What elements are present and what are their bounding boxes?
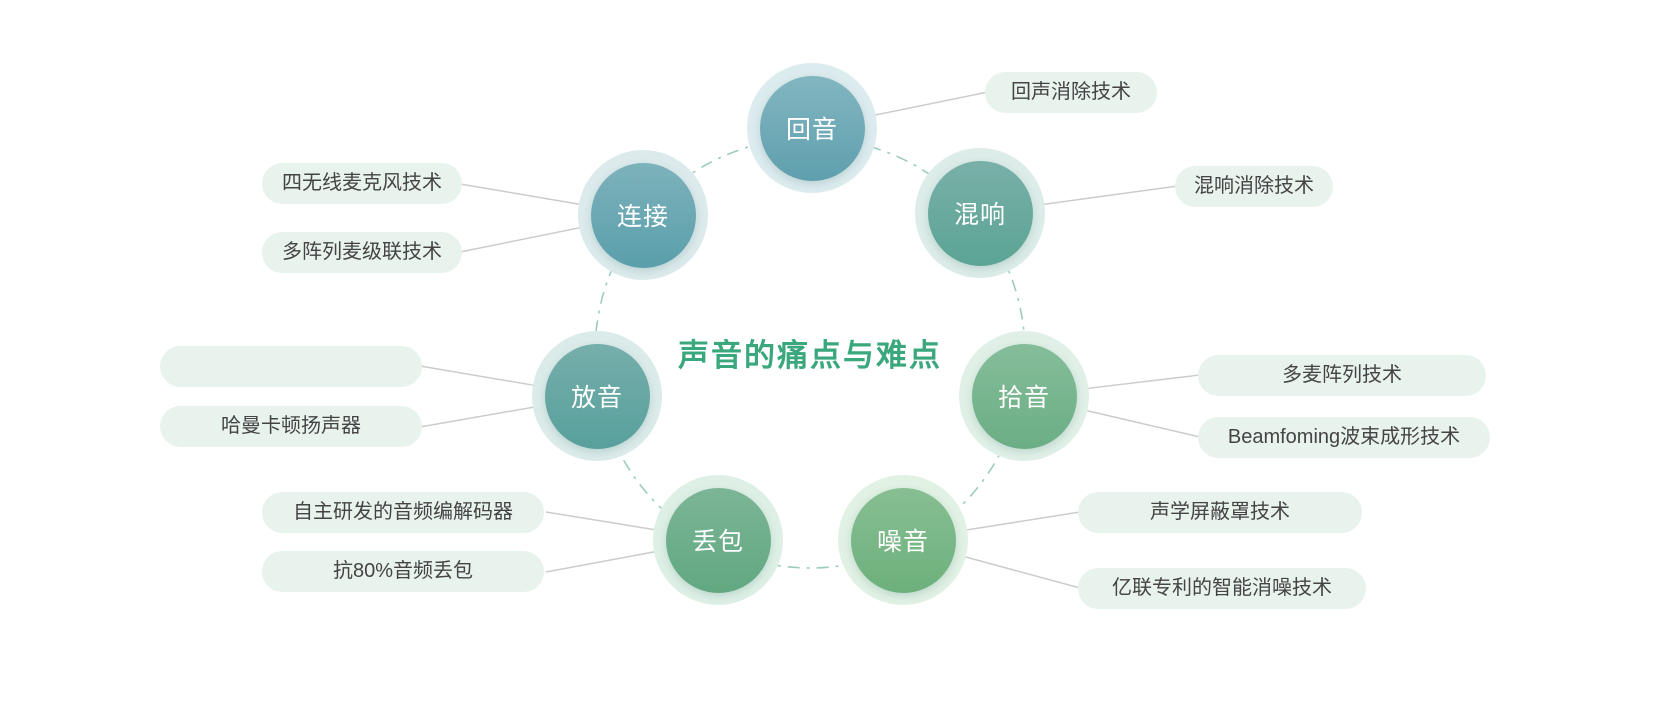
node-packet-loss: 丢包 [653, 475, 783, 605]
pill-mic-array-cascade: 多阵列麦级联技术 [262, 232, 462, 273]
pill-playback-empty [160, 346, 422, 387]
node-pickup-label: 拾音 [997, 384, 1050, 412]
node-noise-label: 噪音 [876, 528, 929, 556]
pill-smart-noise-reduction: 亿联专利的智能消噪技术 [1078, 568, 1366, 609]
pill-wireless-mic: 四无线麦克风技术 [262, 163, 462, 204]
node-playback-label: 放音 [570, 384, 623, 412]
pill-acoustic-shield: 声学屏蔽罩技术 [1078, 492, 1362, 533]
pill-beamforming: Beamfoming波束成形技术 [1198, 417, 1490, 458]
node-playback-circle: 放音 [544, 343, 650, 449]
pill-harman-kardon-speaker: 哈曼卡顿扬声器 [160, 406, 422, 447]
node-noise-circle: 噪音 [850, 487, 956, 593]
node-echo: 回音 [747, 63, 877, 193]
node-pickup-circle: 拾音 [971, 343, 1077, 449]
node-playback: 放音 [532, 331, 662, 461]
pill-packet-loss-resistance: 抗80%音频丢包 [262, 551, 544, 592]
node-packet-loss-circle: 丢包 [665, 487, 771, 593]
pill-reverb-removal: 混响消除技术 [1175, 166, 1333, 207]
node-connection-circle: 连接 [590, 162, 696, 268]
node-reverb-circle: 混响 [927, 160, 1033, 266]
pill-audio-codec: 自主研发的音频编解码器 [262, 492, 544, 533]
node-reverb-label: 混响 [953, 201, 1006, 229]
node-echo-label: 回音 [785, 116, 838, 144]
diagram-title: 声音的痛点与难点 [678, 338, 942, 373]
node-connection-label: 连接 [616, 203, 669, 231]
node-reverb: 混响 [915, 148, 1045, 278]
pill-echo-cancellation: 回声消除技术 [985, 72, 1157, 113]
pill-multi-mic-array: 多麦阵列技术 [1198, 355, 1486, 396]
node-packet-loss-label: 丢包 [691, 528, 744, 556]
node-echo-circle: 回音 [759, 75, 865, 181]
node-pickup: 拾音 [959, 331, 1089, 461]
node-connection: 连接 [578, 150, 708, 280]
node-noise: 噪音 [838, 475, 968, 605]
